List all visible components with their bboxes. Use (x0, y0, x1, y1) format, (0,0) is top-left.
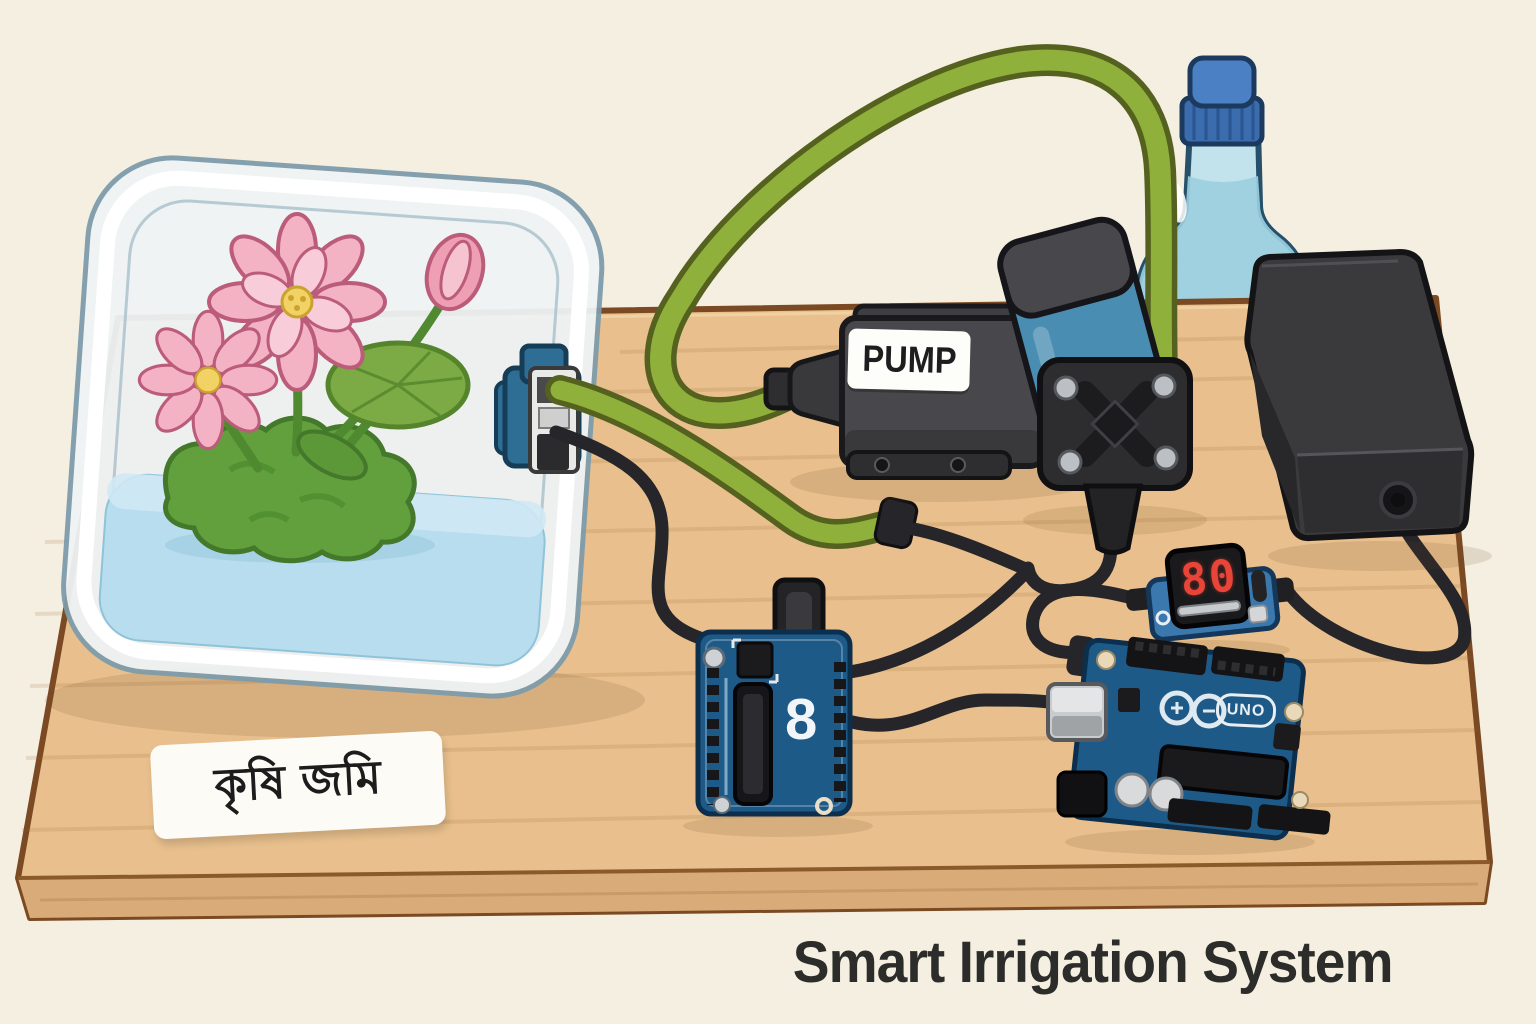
lotus-bud-icon (424, 232, 486, 312)
arduino-uno-board (1046, 636, 1331, 855)
pump-label-plate: PUMP (847, 328, 971, 392)
wire-adapter-to-display (1281, 505, 1472, 665)
arduino-logo-icon (1159, 690, 1227, 729)
field-label-plate: কৃষি জমি (149, 730, 447, 840)
bottle-cap-top (1187, 55, 1257, 109)
uno-header-bottom-right (1257, 804, 1331, 835)
uno-capacitor (1114, 772, 1150, 808)
mini-controller-board (683, 577, 873, 837)
pump-motor-cap (997, 216, 1136, 319)
uno-main-chip (1156, 744, 1290, 800)
wire-mini-board-to-usb (845, 693, 1057, 732)
water-sensor-icon (494, 343, 582, 474)
wires (549, 425, 1472, 732)
diaphragm-pump (997, 216, 1207, 555)
wire-display-to-uno (1026, 583, 1135, 659)
scene-title: Smart Irrigation System (748, 924, 1438, 1000)
uno-header-top-left (1126, 636, 1208, 676)
lily-pad-icon (325, 340, 471, 430)
green-tubes (545, 44, 1178, 549)
power-adapter (1244, 249, 1492, 571)
lotus-plants (137, 212, 486, 564)
uno-header-bottom-left (1167, 798, 1253, 830)
tube-to-bottle (650, 49, 1173, 424)
uno-label: UNO (1215, 692, 1277, 729)
field-label-text: কৃষি জমি (213, 749, 383, 813)
wire-from-tube-sleeve (901, 521, 1035, 577)
moisture-value: 80 (1177, 549, 1240, 607)
pump-outlet (1082, 483, 1144, 555)
lotus-flower-small-icon (137, 309, 279, 451)
wire-sensor-to-mini-board (549, 425, 713, 647)
uno-barrel-jack (1056, 770, 1108, 818)
mini-board-logo: 8 (784, 686, 818, 752)
tube-from-sensor (550, 380, 902, 544)
wire-mini-board-upper (843, 563, 1035, 679)
pump-label: PUMP (861, 337, 957, 382)
leaf-icon (296, 429, 368, 481)
scene-title-text: Smart Irrigation System (793, 929, 1394, 995)
